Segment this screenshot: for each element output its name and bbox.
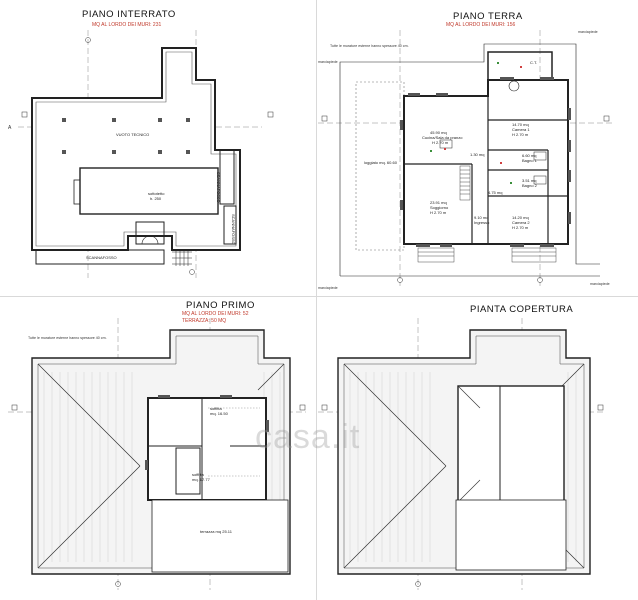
room-label-camera1-area: 14.70 mq: [512, 122, 529, 127]
plan-subtitle-primo-area: MQ AL LORDO DEI MURI: 52: [182, 311, 249, 317]
label-marciapiede-top-left: marciapiede: [318, 60, 338, 64]
room-label-camera2: Camera 2: [512, 220, 530, 225]
room-label-cucina-height: H 2.70 m: [432, 140, 449, 145]
room-label-ripostiglio: 4.75 mq: [488, 190, 503, 195]
room-label-soffitta-1: soffitta: [210, 406, 222, 411]
plan-title-copertura: PIANTA COPERTURA: [470, 304, 574, 315]
room-label-ingresso: Ingresso: [474, 220, 490, 225]
plan-subtitle-terra: MQ AL LORDO DEI MURI: 156: [446, 22, 516, 28]
label-marciapiede-bottom-left: marciapiede: [318, 286, 338, 290]
room-label-bagno2: Bagno 2: [522, 183, 537, 188]
room-label-soffitta-2: soffitta: [192, 472, 204, 477]
room-label-soggiorno-area: 23.91 mq: [430, 200, 447, 205]
plan-note-primo: Tutte le murature esterne hanno spessore…: [28, 336, 107, 340]
room-label-camera2-area: 14.20 mq: [512, 215, 529, 220]
plan-note-terra: Tutte le murature esterne hanno spessore…: [330, 44, 409, 48]
watermark-logo: casa.it: [255, 418, 361, 456]
label-marciapiede-top-right: marciapiede: [578, 30, 598, 34]
room-label-scala: 1.30 mq: [470, 152, 485, 157]
svg-text:A: A: [8, 125, 12, 131]
plan-title-interrato: PIANO INTERRATO: [82, 9, 176, 20]
room-label-centrale-termica: C.T.: [530, 60, 538, 65]
room-label-bagno1: Bagno 1: [522, 158, 537, 163]
room-label-soggiorno-height: H 2.70 m: [430, 210, 447, 215]
room-label-scannafosso-3: SCANNAFOSSO: [86, 255, 117, 260]
room-label-loggiato: loggiato mq. 60.60: [364, 160, 397, 165]
room-label-cucina: Cucina/Sala da pranzo: [422, 135, 463, 140]
room-label-camera1: Camera 1: [512, 127, 530, 132]
room-label-sottotetto: sottotetto: [148, 191, 165, 196]
room-label-soggiorno: Soggiorno: [430, 205, 449, 210]
room-label-soffitta-1-area: mq. 16.50: [210, 411, 228, 416]
room-label-bagno2-area: 3.51 mq: [522, 178, 537, 183]
room-label-soffitta-2-area: mq. 17.77: [192, 477, 210, 482]
room-label-bagno1-area: 6.60 mq: [522, 153, 537, 158]
room-label-camera2-height: H 2.70 m: [512, 225, 529, 230]
plan-title-primo: PIANO PRIMO: [186, 300, 255, 311]
room-label-camera1-height: H 2.70 m: [512, 132, 529, 137]
label-marciapiede-bottom-right: marciapiede: [590, 282, 610, 286]
room-label-terrazza: terrazza mq 25.11: [200, 529, 232, 534]
plan-subtitle-primo-terrazza: TERRAZZA: 50 MQ: [182, 318, 227, 324]
room-label-ingresso-area: 9.10 mq: [474, 215, 489, 220]
room-label-vuoto-tecnico: VUOTO TECNICO: [116, 132, 150, 137]
quadrant-divider-vertical: [316, 0, 317, 600]
plan-subtitle-interrato: MQ AL LORDO DEI MURI: 231: [92, 22, 162, 28]
room-label-sottotetto-height: h. 250: [150, 196, 162, 201]
room-label-cucina-area: 45.90 mq: [430, 130, 447, 135]
plan-title-terra: PIANO TERRA: [453, 11, 523, 22]
quadrant-divider-horizontal: [0, 296, 638, 297]
